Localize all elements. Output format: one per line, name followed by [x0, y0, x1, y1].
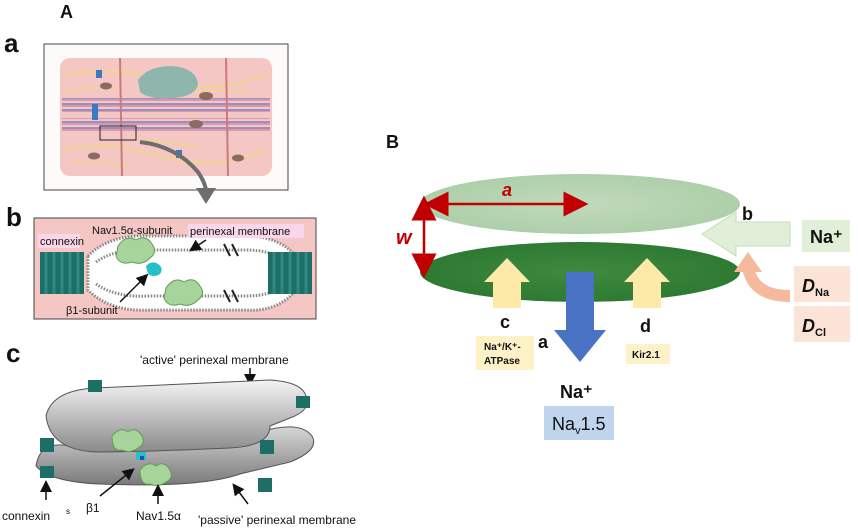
mitochondrion: [189, 120, 203, 128]
panel-a-letter: A: [60, 2, 73, 22]
atpase-flux-arrow: [484, 258, 530, 308]
channel-marker: [92, 104, 98, 120]
nav-protein-upper: [115, 237, 156, 264]
mitochondrion: [100, 82, 112, 90]
connexin-cluster-left: [40, 252, 84, 294]
d-cl-box: [794, 306, 850, 342]
beta1-icon-core: [140, 456, 144, 460]
perinexus-detail: connexin Nav1.5α-subunit perinexal membr…: [33, 217, 317, 320]
d-na-box: [794, 266, 850, 302]
beta1-pointer: [119, 273, 149, 303]
connexin-label-c: connexin: [2, 509, 50, 523]
mitochondrion: [88, 152, 100, 160]
nav-flux-arrow: [554, 272, 606, 362]
connexin-label: connexin: [40, 236, 84, 248]
beta1-pointer-c: [99, 468, 135, 497]
nav-protein-c: [111, 429, 144, 453]
connexin-icon: [88, 380, 102, 392]
label-b: b: [742, 204, 753, 224]
label-d: d: [640, 316, 651, 336]
d-na-sub: Na: [815, 287, 830, 299]
myofibril-band: [62, 98, 270, 112]
radius-label: a: [502, 180, 512, 200]
label-a-lower: a: [538, 332, 549, 352]
nucleus: [138, 66, 198, 99]
beta1-label-c: β1: [86, 501, 100, 515]
nav-label: Nav1.5: [552, 414, 606, 437]
panel-b-letter: B: [386, 132, 399, 152]
na-plus-right-label: Na⁺: [810, 227, 843, 247]
myofibril-band: [62, 118, 270, 132]
connexin-label-c-suffix: s: [66, 507, 70, 516]
label-c: c: [500, 312, 510, 332]
cleft-model: a w: [396, 174, 791, 362]
d-cl-label: DCl: [802, 316, 826, 339]
connexin-icon: [258, 478, 272, 492]
d-na-label: DNa: [802, 276, 830, 299]
nav-label-end: 1.5: [581, 414, 606, 434]
nav-box: [544, 406, 614, 440]
subpanel-c-letter: c: [6, 338, 20, 368]
connexin-icon: [260, 440, 274, 454]
subpanel-b-letter: b: [6, 202, 22, 232]
beta1-subunit-label: β1-subunit: [66, 305, 118, 317]
atpase-box: [476, 336, 534, 370]
diffusion-coeff-arrow-head: [734, 252, 762, 272]
nav-alpha-label-c: Nav1.5α: [136, 509, 181, 523]
passive-membrane-pointer: [232, 483, 249, 505]
perinexal-membrane-label: perinexal membrane: [190, 226, 290, 238]
active-membrane: [45, 379, 308, 453]
zoom-arrow-head: [196, 188, 216, 204]
kir-box: [626, 344, 670, 364]
kir-flux-arrow: [624, 258, 670, 308]
d-cl-sub: Cl: [815, 327, 826, 339]
passive-membrane-label: 'passive' perinexal membrane: [198, 513, 356, 527]
nav-protein-c-lower: [139, 463, 172, 487]
nav-label-main: Na: [552, 414, 576, 434]
beta1-protein: [146, 262, 162, 276]
subpanel-a-letter: a: [4, 28, 19, 58]
nav-label-sub: v: [575, 425, 581, 437]
na-plus-bottom-label: Na⁺: [560, 382, 593, 402]
connexin-cluster-right: [268, 252, 312, 294]
kir-label: Kir2.1: [632, 350, 660, 361]
channel-marker: [96, 70, 102, 78]
perinexal-pointer: [189, 239, 207, 252]
connexin-icon: [40, 466, 54, 478]
na-plus-right-box: [802, 220, 850, 252]
width-label: w: [396, 227, 413, 249]
perinexus-3d-model: 'active' perinexal membrane connexin s β…: [2, 353, 356, 527]
atpase-line1: Na⁺/K⁺-: [484, 342, 521, 353]
zoom-region-box: [99, 125, 137, 141]
active-membrane-label: 'active' perinexal membrane: [140, 353, 289, 367]
d-na-main: D: [802, 276, 815, 296]
membrane-break-bottom: [223, 289, 239, 303]
zoom-arrow: [139, 140, 208, 193]
na-diffusion-arrow: [701, 211, 791, 257]
d-cl-main: D: [802, 316, 815, 336]
nav-alpha-label: Nav1.5α-subunit: [92, 225, 172, 237]
atpase-line2: ATPase: [484, 356, 520, 367]
mitochondrion: [199, 92, 213, 100]
connexin-icon: [40, 438, 54, 452]
nav-protein-lower: [163, 279, 204, 306]
connexin-icon: [296, 396, 310, 408]
cardiac-tissue-illustration: [43, 43, 289, 191]
membrane-break-top: [223, 243, 239, 257]
mitochondrion: [232, 154, 244, 162]
